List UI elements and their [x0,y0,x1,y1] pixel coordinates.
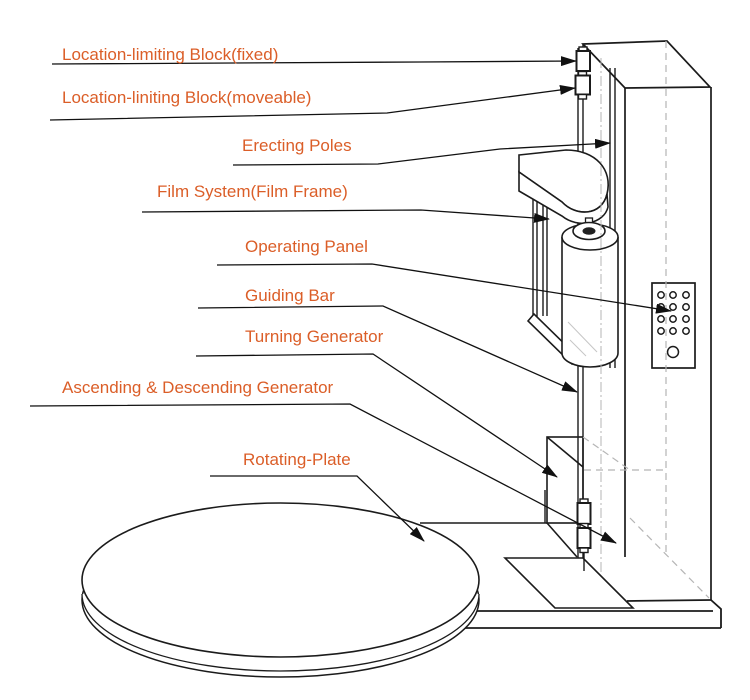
leader-location-limiting-block-moveable [49,85,576,121]
leader-turning-generator [195,353,558,478]
ramp-plate [503,557,635,609]
label-erecting-poles: Erecting Poles [242,136,352,155]
label-rotating-plate: Rotating-Plate [243,450,351,469]
leader-location-limiting-block-fixed [51,56,577,67]
operating-panel-box [651,282,696,369]
label-location-limiting-block-fixed: Location-limiting Block(fixed) [62,45,279,64]
limit-blocks-top [574,46,591,100]
limit-blocks-bottom [576,498,592,571]
machine-base [461,599,722,629]
label-location-limiting-block-moveable: Location-liniting Block(moveable) [62,88,312,107]
leader-operating-panel [216,263,672,314]
label-guiding-bar: Guiding Bar [245,286,335,305]
leader-erecting-poles [232,138,611,166]
label-film-system: Film System(Film Frame) [157,182,348,201]
mast-column [581,40,712,600]
leader-ascending-descending-generator [29,403,617,544]
spindle-hub [582,227,596,235]
floor-edge [420,490,547,524]
leader-rotating-plate [210,475,425,542]
carriage-arm [518,149,609,225]
leader-guiding-bar [197,305,578,393]
label-operating-panel: Operating Panel [245,237,368,256]
leader-lines [29,56,672,544]
hidden-edges [582,41,710,599]
rotating-plate-disc [81,502,480,678]
leader-film-system [141,209,550,223]
label-turning-generator: Turning Generator [245,327,384,346]
panel-buttons [657,291,690,359]
film-roller [561,217,619,368]
label-ascending-descending-generator: Ascending & Descending Generator [62,378,334,397]
